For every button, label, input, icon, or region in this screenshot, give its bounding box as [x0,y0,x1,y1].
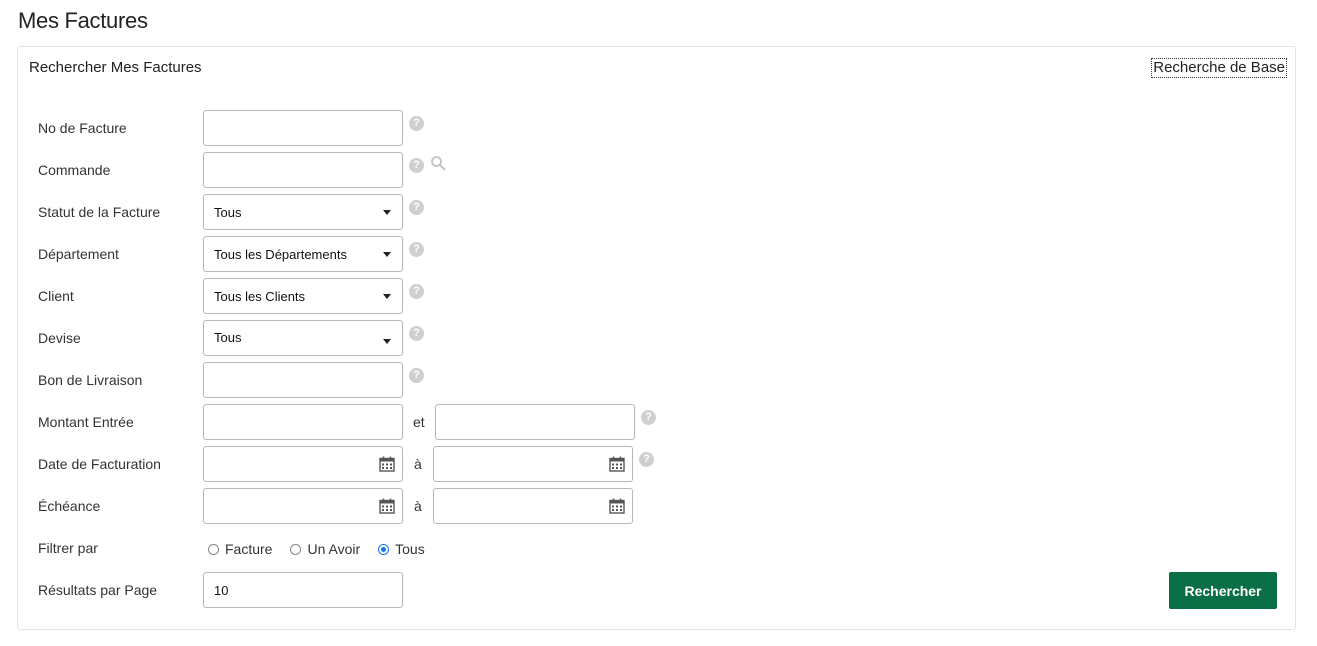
chevron-down-icon [383,209,391,215]
client-select[interactable]: Tous les Clients [203,278,403,314]
invoice-status-value: Tous [214,204,242,220]
help-icon[interactable]: ? [409,200,424,215]
row-due-date: Échéance à [38,488,1278,524]
currency-value: Tous [214,330,242,345]
filter-radio-group: Facture Un Avoir Tous [208,539,443,559]
amount-from-input[interactable] [203,404,403,440]
row-delivery-note: Bon de Livraison ? [38,362,1278,398]
help-icon[interactable]: ? [409,326,424,341]
filter-radio-all[interactable] [378,543,390,555]
row-results-per-page: Résultats par Page [38,572,1278,608]
invoice-date-label: Date de Facturation [38,456,161,472]
invoice-no-label: No de Facture [38,120,127,136]
chevron-down-icon [383,251,391,257]
calendar-icon[interactable] [609,456,625,472]
results-per-page-label: Résultats par Page [38,582,158,598]
calendar-icon[interactable] [609,498,625,514]
chevron-down-icon [383,293,391,299]
panel-title: Rechercher Mes Factures [29,59,202,76]
invoice-date-connector: à [414,456,422,472]
row-client: Client Tous les Clients ? [38,278,1278,314]
results-per-page-input[interactable] [203,572,403,608]
row-department: Département Tous les Départements ? [38,236,1278,272]
department-select[interactable]: Tous les Départements [203,236,403,272]
department-label: Département [38,246,119,262]
filter-radio-invoice[interactable] [208,543,219,555]
client-value: Tous les Clients [214,288,306,304]
invoice-date-from-input[interactable] [203,446,403,482]
help-icon[interactable]: ? [641,410,656,425]
amount-label: Montant Entrée [38,414,134,430]
amount-connector: et [413,414,425,430]
due-date-connector: à [414,498,422,514]
row-invoice-no: No de Facture ? [38,110,1278,146]
search-panel: Rechercher Mes Factures Recherche de Bas… [17,46,1296,630]
due-date-label: Échéance [38,498,101,514]
row-order: Commande ? [38,152,1278,188]
invoice-no-input[interactable] [203,110,403,146]
order-input[interactable] [203,152,403,188]
client-label: Client [38,288,74,304]
page-title: Mes Factures [18,8,148,33]
department-value: Tous les Départements [214,246,347,262]
search-icon[interactable] [430,155,446,171]
chevron-down-icon [383,339,391,344]
basic-search-link[interactable]: Recherche de Base [1151,58,1287,78]
invoice-status-select[interactable]: Tous [203,194,403,230]
invoice-status-label: Statut de la Facture [38,204,161,220]
row-filter: Filtrer par Facture Un Avoir Tous [38,539,1278,559]
help-icon[interactable]: ? [409,368,424,383]
invoice-date-to-input[interactable] [433,446,633,482]
row-amount: Montant Entrée et ? [38,404,1278,440]
help-icon[interactable]: ? [409,242,424,257]
row-invoice-status: Statut de la Facture Tous ? [38,194,1278,230]
calendar-icon[interactable] [379,498,395,514]
help-icon[interactable]: ? [639,452,654,467]
filter-radio-credit-note[interactable] [290,543,302,555]
row-invoice-date: Date de Facturation à ? [38,446,1278,482]
order-label: Commande [38,162,111,178]
help-icon[interactable]: ? [409,116,424,131]
amount-to-input[interactable] [435,404,635,440]
filter-option-label[interactable]: Facture [225,541,273,557]
due-date-to-input[interactable] [433,488,633,524]
currency-label: Devise [38,330,81,346]
row-currency: Devise Tous ? [38,320,1278,356]
currency-select[interactable]: Tous [203,320,403,356]
filter-option-label[interactable]: Un Avoir [307,541,361,557]
delivery-note-label: Bon de Livraison [38,372,143,388]
calendar-icon[interactable] [379,456,395,472]
filter-label: Filtrer par [38,540,98,556]
help-icon[interactable]: ? [409,158,424,173]
help-icon[interactable]: ? [409,284,424,299]
search-button[interactable]: Rechercher [1169,572,1277,609]
due-date-from-input[interactable] [203,488,403,524]
delivery-note-input[interactable] [203,362,403,398]
filter-option-label[interactable]: Tous [395,541,425,557]
